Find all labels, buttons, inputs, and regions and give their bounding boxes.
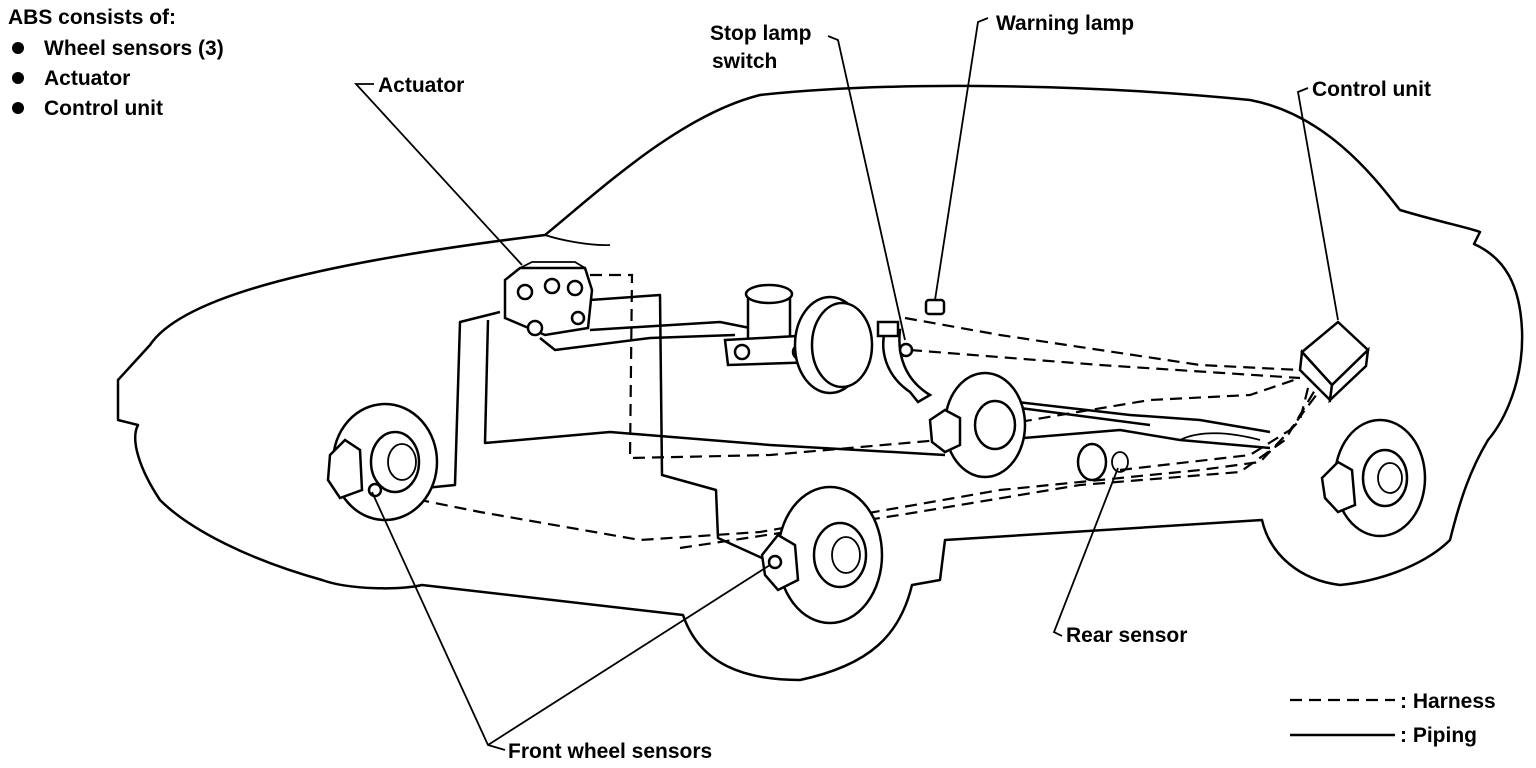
right-front-hub-cap <box>831 536 861 574</box>
pipe-to-master-cylinder <box>539 333 736 352</box>
wiring-harness <box>379 273 1321 550</box>
harness-actuator-run <box>590 273 941 460</box>
actuator-port <box>516 283 534 301</box>
legend-piping-label: : Piping <box>1400 724 1477 747</box>
summary-item-actuator: Actuator <box>44 67 130 90</box>
hood-line <box>544 234 611 246</box>
right-front-sensor-icon <box>767 554 783 570</box>
left-front-sensor-icon <box>367 482 383 498</box>
leader-control-unit <box>1296 87 1339 321</box>
left-front-wheel <box>326 402 439 522</box>
warning-lamp-unit <box>924 298 946 316</box>
leader-front-sensor-left <box>371 491 506 751</box>
actuator-port <box>543 277 561 295</box>
harness-rear-sensor <box>1119 389 1321 472</box>
brake-piping <box>384 293 1271 560</box>
harness-stop-lamp <box>909 348 1301 380</box>
right-rear-caliper <box>1320 460 1357 514</box>
bullet-icon <box>12 102 24 114</box>
warning-lamp-icon <box>924 298 946 316</box>
actuator-unit <box>503 261 594 337</box>
right-rear-wheel <box>1320 418 1427 538</box>
rear-left-hub <box>973 399 1017 451</box>
left-front-hub <box>369 430 421 494</box>
rear-axle-line <box>1179 432 1261 441</box>
stop-lamp-switch-icon <box>898 342 914 358</box>
rear-left-caliper <box>928 408 962 454</box>
cylinder-port <box>733 343 751 361</box>
rear-sensor-icon <box>1111 451 1129 473</box>
leader-rear-sensor <box>1052 467 1119 637</box>
label-control-unit: Control unit <box>1312 78 1431 101</box>
legend: : Harness : Piping <box>1290 690 1496 747</box>
actuator-port <box>570 310 586 326</box>
summary-item-wheel-sensors: Wheel sensors (3) <box>44 37 224 60</box>
leader-lines <box>353 17 1339 751</box>
master-cylinder-booster <box>723 283 874 395</box>
pipe-rear-lower <box>999 428 1271 450</box>
label-warning-lamp: Warning lamp <box>996 12 1134 35</box>
pipe-rear-mid <box>1019 406 1151 427</box>
pipe-right-front <box>589 293 763 560</box>
left-front-hub-cap <box>387 443 417 481</box>
reservoir-cap <box>744 283 794 305</box>
car-body-outline <box>116 84 1524 682</box>
right-rear-hub-cap <box>1377 462 1403 494</box>
rear-sensor-housing <box>1076 442 1108 482</box>
brake-pedal <box>882 328 933 404</box>
rear-sensor-unit <box>1076 432 1261 482</box>
control-unit-bottom <box>1328 346 1370 404</box>
right-rear-hub <box>1361 448 1409 508</box>
rear-brake-center <box>928 371 1027 479</box>
right-front-wheel <box>760 485 884 625</box>
summary-item-control-unit: Control unit <box>44 97 163 120</box>
pipe-rear-upper <box>999 398 1271 434</box>
pipe-main-run <box>483 319 946 457</box>
abs-summary: ABS consists of: Wheel sensors (3) Actua… <box>8 6 224 120</box>
bullet-icon <box>12 72 24 84</box>
harness-left-front <box>379 379 1312 542</box>
left-front-caliper <box>326 438 364 500</box>
harness-warning-lamp <box>904 316 1301 372</box>
summary-heading: ABS consists of: <box>8 6 176 29</box>
label-stop-lamp-switch-1: Stop lamp <box>710 22 812 45</box>
label-stop-lamp-switch-2: switch <box>712 50 777 73</box>
label-front-wheel-sensors: Front wheel sensors <box>508 740 712 763</box>
leader-actuator <box>353 83 523 266</box>
label-rear-sensor: Rear sensor <box>1066 624 1187 647</box>
callout-labels: Actuator Stop lamp switch Warning lamp C… <box>378 12 1431 763</box>
legend-harness-label: : Harness <box>1400 690 1496 713</box>
actuator-top <box>519 261 586 269</box>
brake-booster <box>810 301 874 389</box>
control-unit-box <box>1298 320 1370 404</box>
label-actuator: Actuator <box>378 74 464 97</box>
car-outline <box>116 84 1524 682</box>
leader-stop-lamp-switch <box>827 35 906 341</box>
actuator-port <box>526 319 544 337</box>
leader-front-sensor-right <box>487 564 771 746</box>
right-front-hub <box>812 521 868 589</box>
bullet-icon <box>12 42 24 54</box>
brake-pedal-assembly <box>876 320 933 404</box>
pipe-to-master-cylinder-2 <box>589 320 761 332</box>
actuator-port <box>566 279 584 297</box>
pedal-bracket <box>876 320 900 338</box>
leader-warning-lamp <box>934 17 989 301</box>
